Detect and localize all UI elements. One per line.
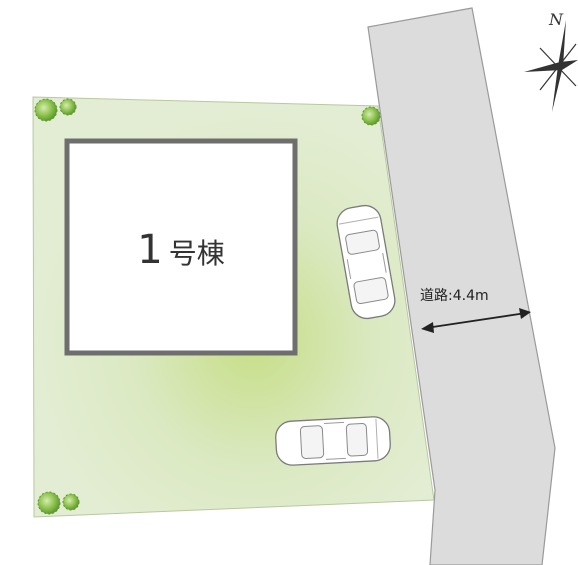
north-compass-icon: N — [524, 10, 578, 112]
north-label: N — [548, 10, 564, 29]
road-strip — [367, 7, 556, 565]
road-width-dimension: 道路:4.4m — [420, 288, 531, 333]
shrub-icon — [361, 106, 381, 126]
shrub-icon — [37, 491, 80, 515]
building-suffix: 号棟 — [169, 237, 225, 270]
svg-text:1号棟: 1号棟 — [137, 227, 224, 273]
car-icon — [275, 416, 391, 466]
car-icon — [336, 204, 396, 320]
shrub-icon — [34, 98, 77, 122]
building-number: 1 — [137, 227, 162, 273]
road-width-label: 道路:4.4m — [420, 288, 489, 304]
